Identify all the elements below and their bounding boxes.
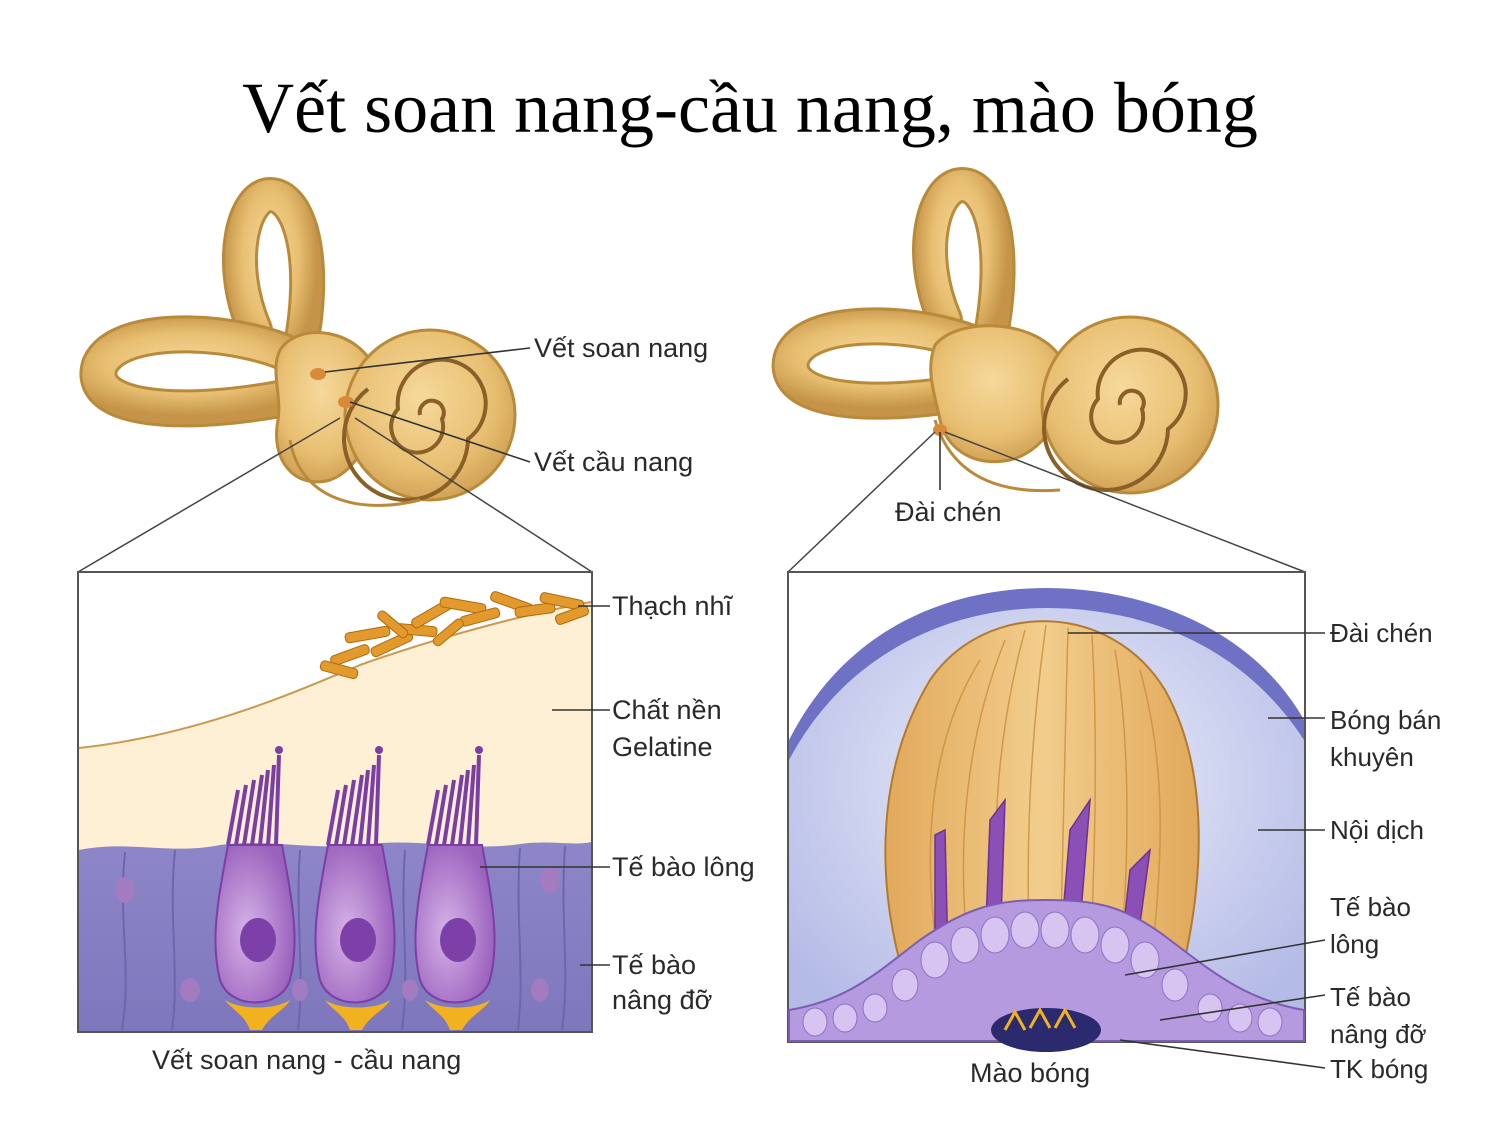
label-nerve: TK bóng — [1330, 1054, 1428, 1084]
label-endolymph: Nội dịch — [1330, 815, 1424, 845]
hair-cell-2 — [314, 746, 396, 1030]
caption-left: Vết soan nang - cầu nang — [152, 1045, 461, 1075]
label-utricle-macula: Vết soan nang — [534, 333, 708, 363]
gelatin-layer — [79, 602, 591, 850]
label-gel-line2: Gelatine — [612, 732, 713, 762]
left-labyrinth-illustration — [79, 176, 517, 507]
label-support-line1-right: Tế bào — [1330, 982, 1411, 1012]
hair-cell-1 — [214, 746, 296, 1030]
crista-epithelium — [788, 898, 1305, 1042]
label-hair-line1: Tế bào — [1330, 892, 1411, 922]
label-ampulla-line2: khuyên — [1330, 742, 1414, 772]
label-saccule-macula: Vết cầu nang — [534, 447, 693, 477]
saccule-macula-spot — [338, 396, 354, 408]
label-otoliths: Thạch nhĩ — [612, 591, 734, 621]
otolith-crystals — [319, 591, 590, 680]
label-ampulla-line1: Bóng bán — [1330, 705, 1441, 735]
label-support-line2: nâng đỡ — [612, 985, 712, 1015]
right-labyrinth-illustration — [771, 166, 1220, 495]
label-hair-cell: Tế bào lông — [612, 852, 755, 882]
caption-right: Mào bóng — [970, 1058, 1090, 1088]
ampulla-panel — [787, 571, 1306, 1052]
crista-spot — [933, 424, 947, 436]
label-cupula: Đài chén — [1330, 618, 1433, 648]
label-hair-line2: lông — [1330, 929, 1379, 959]
ampullary-nerve — [991, 1008, 1101, 1052]
label-cupula-top: Đài chén — [895, 497, 1002, 527]
label-support-line2-right: nâng đỡ — [1330, 1019, 1427, 1049]
page-title: Vết soan nang-cầu nang, mào bóng — [242, 68, 1258, 148]
label-support-line1: Tế bào — [612, 950, 696, 980]
label-gel-line1: Chất nền — [612, 695, 722, 725]
utricle-macula-spot — [310, 368, 326, 380]
hair-cell-3 — [414, 746, 496, 1030]
